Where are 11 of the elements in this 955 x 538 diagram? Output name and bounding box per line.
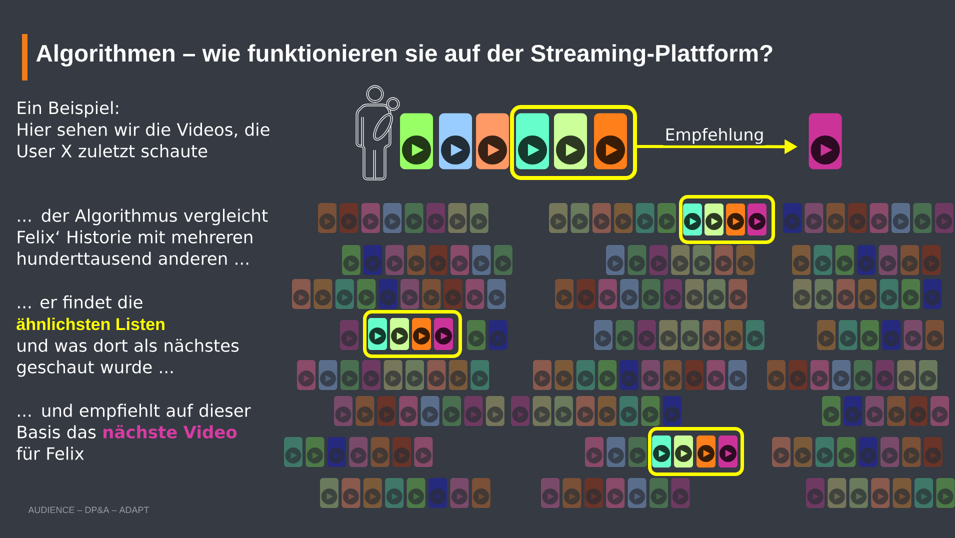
paragraph: und was dort als nächstes geschaut wurde ... [17,338,239,377]
edge-label: Empfehlung [663,126,766,146]
paragraph: Ein Beispiel: [18,101,118,118]
paragraph: Hier sehen wir die Videos, die User X zuletzt schaute [18,122,270,158]
paragraph: ... und empfiehlt auf dieser Basis das nächste Video für Felix [16,404,251,460]
video-tile [808,113,842,170]
paragraph: ... er findet die [18,295,142,309]
highlight-text: ähnlichsten Listen [16,318,164,330]
paragraph: ... der Algorithmus vergleicht Felix‘ Historie mit mehreren hunderttausend anderen ... [18,208,268,265]
slide-title: Algorithmen – wie funktionieren sie auf der Streaming-Plattform? [36,44,772,67]
footer-text: AUDIENCE – DP&A – ADAPT [28,506,149,514]
